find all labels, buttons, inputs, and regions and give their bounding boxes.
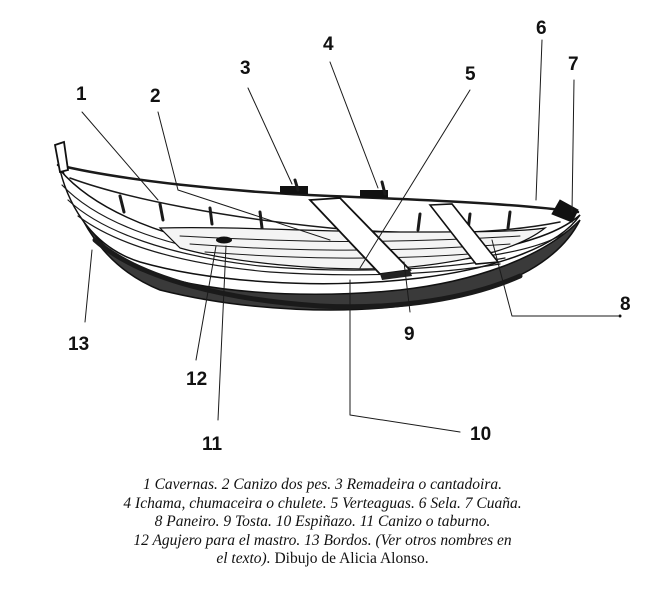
hull-keel-band <box>92 237 523 310</box>
callout-9: 9 <box>404 324 415 345</box>
caption-line: 12 Agujero para el mastro. 13 Bordos. (V… <box>133 531 512 549</box>
caption-line: 8 Paneiro. 9 Tosta. 10 Espiñazo. 11 Cani… <box>154 513 491 530</box>
bow-stem <box>551 199 579 223</box>
floorboards <box>158 226 548 270</box>
thwart-seat-shadow <box>380 270 412 280</box>
callout-4: 4 <box>323 34 334 55</box>
thole-pin-left <box>293 178 300 192</box>
callout-5: 5 <box>465 64 476 85</box>
illustration-credit: Dibujo de Alicia Alonso. <box>270 550 429 567</box>
stern-post <box>53 140 70 174</box>
ribs <box>118 194 512 232</box>
oarlock-left <box>280 186 308 194</box>
callout-6: 6 <box>536 18 547 39</box>
caption-line: 4 Ichama, chumaceira o chulete. 5 Vertea… <box>123 494 522 512</box>
caption-line-italic: el texto). <box>216 550 271 567</box>
callout-2: 2 <box>150 86 161 107</box>
boat-illustration: 1 2 3 4 5 6 7 8 9 10 11 12 13 <box>53 18 631 455</box>
mast-hole <box>216 236 232 244</box>
callout-10: 10 <box>470 424 491 445</box>
gunwale-outer <box>56 163 580 214</box>
hull-plank-line <box>67 199 506 271</box>
thole-pin-right <box>380 180 387 196</box>
caption-line: 1 Cavernas. 2 Canizo dos pes. 3 Remadeir… <box>142 476 503 493</box>
callout-1: 1 <box>76 84 87 105</box>
callout-11: 11 <box>202 434 223 455</box>
callout-13: 13 <box>68 334 89 355</box>
callout-7: 7 <box>568 54 579 75</box>
oarlock-right <box>360 190 388 198</box>
callout-8: 8 <box>620 294 631 315</box>
callout-3: 3 <box>240 58 251 79</box>
hull-plank-line <box>77 215 501 276</box>
gunwale-inner <box>69 177 561 234</box>
caption-line: el texto). Dibujo de Alicia Alonso. <box>0 550 645 569</box>
callout-12: 12 <box>186 369 207 390</box>
leader-lines <box>81 39 619 433</box>
leader-dot <box>618 314 622 318</box>
figure-caption: 1 Cavernas. 2 Canizo dos pes. 3 Remadeir… <box>0 476 645 569</box>
